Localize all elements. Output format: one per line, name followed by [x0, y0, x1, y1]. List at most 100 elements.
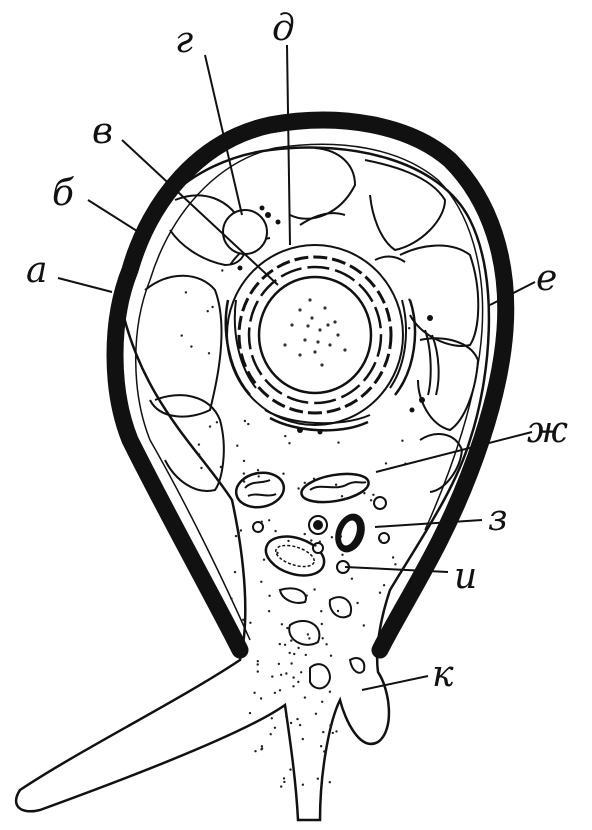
ribosome-dot [300, 671, 302, 673]
ribosome-dot [356, 602, 358, 604]
ribosome-dot [292, 685, 294, 687]
ribosome-dot [329, 781, 331, 783]
ribosome-dot [283, 781, 285, 783]
ribosome-dot [341, 554, 343, 556]
ribosome-dot [340, 535, 342, 537]
ribosome-dot [322, 731, 324, 733]
ribosome-dot [220, 466, 222, 468]
ribosome-dot [379, 592, 381, 594]
ribosome-dot [408, 299, 410, 301]
ribosome-dot [268, 519, 270, 521]
ribosome-dot [289, 652, 291, 654]
ribosome-dot [216, 421, 218, 423]
ribosome-dot [279, 643, 281, 645]
ribosome-dot [244, 420, 246, 422]
ribosome-dot [299, 724, 301, 726]
ribosome-dot [289, 768, 291, 770]
ribosome-dot [314, 544, 316, 546]
ribosome-dot [372, 494, 374, 496]
label-b: б [52, 173, 75, 214]
ribosome-dot [271, 675, 273, 677]
label-z: з [488, 498, 508, 539]
ribosome-dot [285, 672, 287, 674]
label-a: а [26, 250, 47, 291]
ribosome-dot [286, 627, 288, 629]
ribosome-dot [401, 440, 403, 442]
ribosome-dot [181, 334, 183, 336]
ribosome-dot [284, 644, 286, 646]
ribosome-dot [234, 571, 236, 573]
ribosome-dot [335, 484, 337, 486]
ribosome-dot [392, 556, 394, 558]
ribosome-dot [293, 653, 295, 655]
ribosome-dot [302, 784, 304, 786]
ribosome-dot [185, 291, 187, 293]
ribosome-dot [329, 724, 331, 726]
ribosome-dot [394, 563, 396, 565]
ribosome-dot [313, 588, 315, 590]
label-v: в [92, 111, 113, 152]
ribosome-dot [351, 578, 353, 580]
ribosome-dot [323, 750, 325, 752]
ribosome-dot [290, 722, 292, 724]
ribosome-dot [379, 540, 381, 542]
ribosome-dot [284, 435, 286, 437]
label-zh: ж [527, 410, 568, 451]
ribosome-dot [329, 691, 331, 693]
ribosome-dot [297, 681, 299, 683]
ribosome-dot [249, 622, 251, 624]
ribosome-dot [240, 529, 242, 531]
ribosome-dot [242, 619, 244, 621]
ribosome-dot [268, 595, 270, 597]
ribosome-dot [296, 718, 298, 720]
ribosome-dot [257, 663, 259, 665]
ribosome-dot [280, 674, 282, 676]
ribosome-dot [270, 733, 272, 735]
ribosome-dot [243, 472, 245, 474]
ribosome-dot [274, 530, 276, 532]
ribosome-dot [302, 738, 304, 740]
ribosome-dot [271, 717, 273, 719]
ribosome-dot [247, 423, 249, 425]
ribosome-dot [260, 581, 262, 583]
ribosome-dot [278, 663, 280, 665]
ribosome-dot [304, 696, 306, 698]
ribosome-dot [321, 623, 323, 625]
ribosome-dot [260, 697, 262, 699]
label-g: г [175, 20, 193, 61]
ribosome-dot [319, 541, 321, 543]
ribosome-dot [330, 655, 332, 657]
ribosome-dot [297, 487, 299, 489]
ribosome-dot [310, 539, 312, 541]
ribosome-dot [320, 745, 322, 747]
ribosome-dot [363, 492, 365, 494]
ribosome-dot [337, 610, 339, 612]
ribosome-dot [243, 460, 245, 462]
ribosome-dot [320, 610, 322, 612]
ribosome-dot [268, 610, 270, 612]
ribosome-dot [261, 521, 263, 523]
ribosome-dot [305, 654, 307, 656]
ribosome-dot [370, 499, 372, 501]
ribosome-dot [285, 715, 287, 717]
ribosome-dot [341, 495, 343, 497]
ribosome-dot [207, 310, 209, 312]
ribosome-dot [335, 730, 337, 732]
ribosome-dot [279, 689, 281, 691]
ribosome-dot [209, 425, 211, 427]
ribosome-dot [332, 732, 334, 734]
ribosome-dot [190, 345, 192, 347]
ribosome-dot [200, 467, 202, 469]
ribosome-dot [288, 442, 290, 444]
ribosome-dot [257, 660, 259, 662]
ribosome-dot [257, 670, 259, 672]
ribosome-dot [297, 647, 299, 649]
ribosome-dot [287, 540, 289, 542]
ribosome-dot [258, 475, 260, 477]
ribosome-dot [290, 662, 292, 664]
ribosome-dot [313, 478, 315, 480]
label-i: и [454, 556, 477, 597]
label-d: д [272, 8, 295, 49]
ribosome-dot [306, 594, 308, 596]
